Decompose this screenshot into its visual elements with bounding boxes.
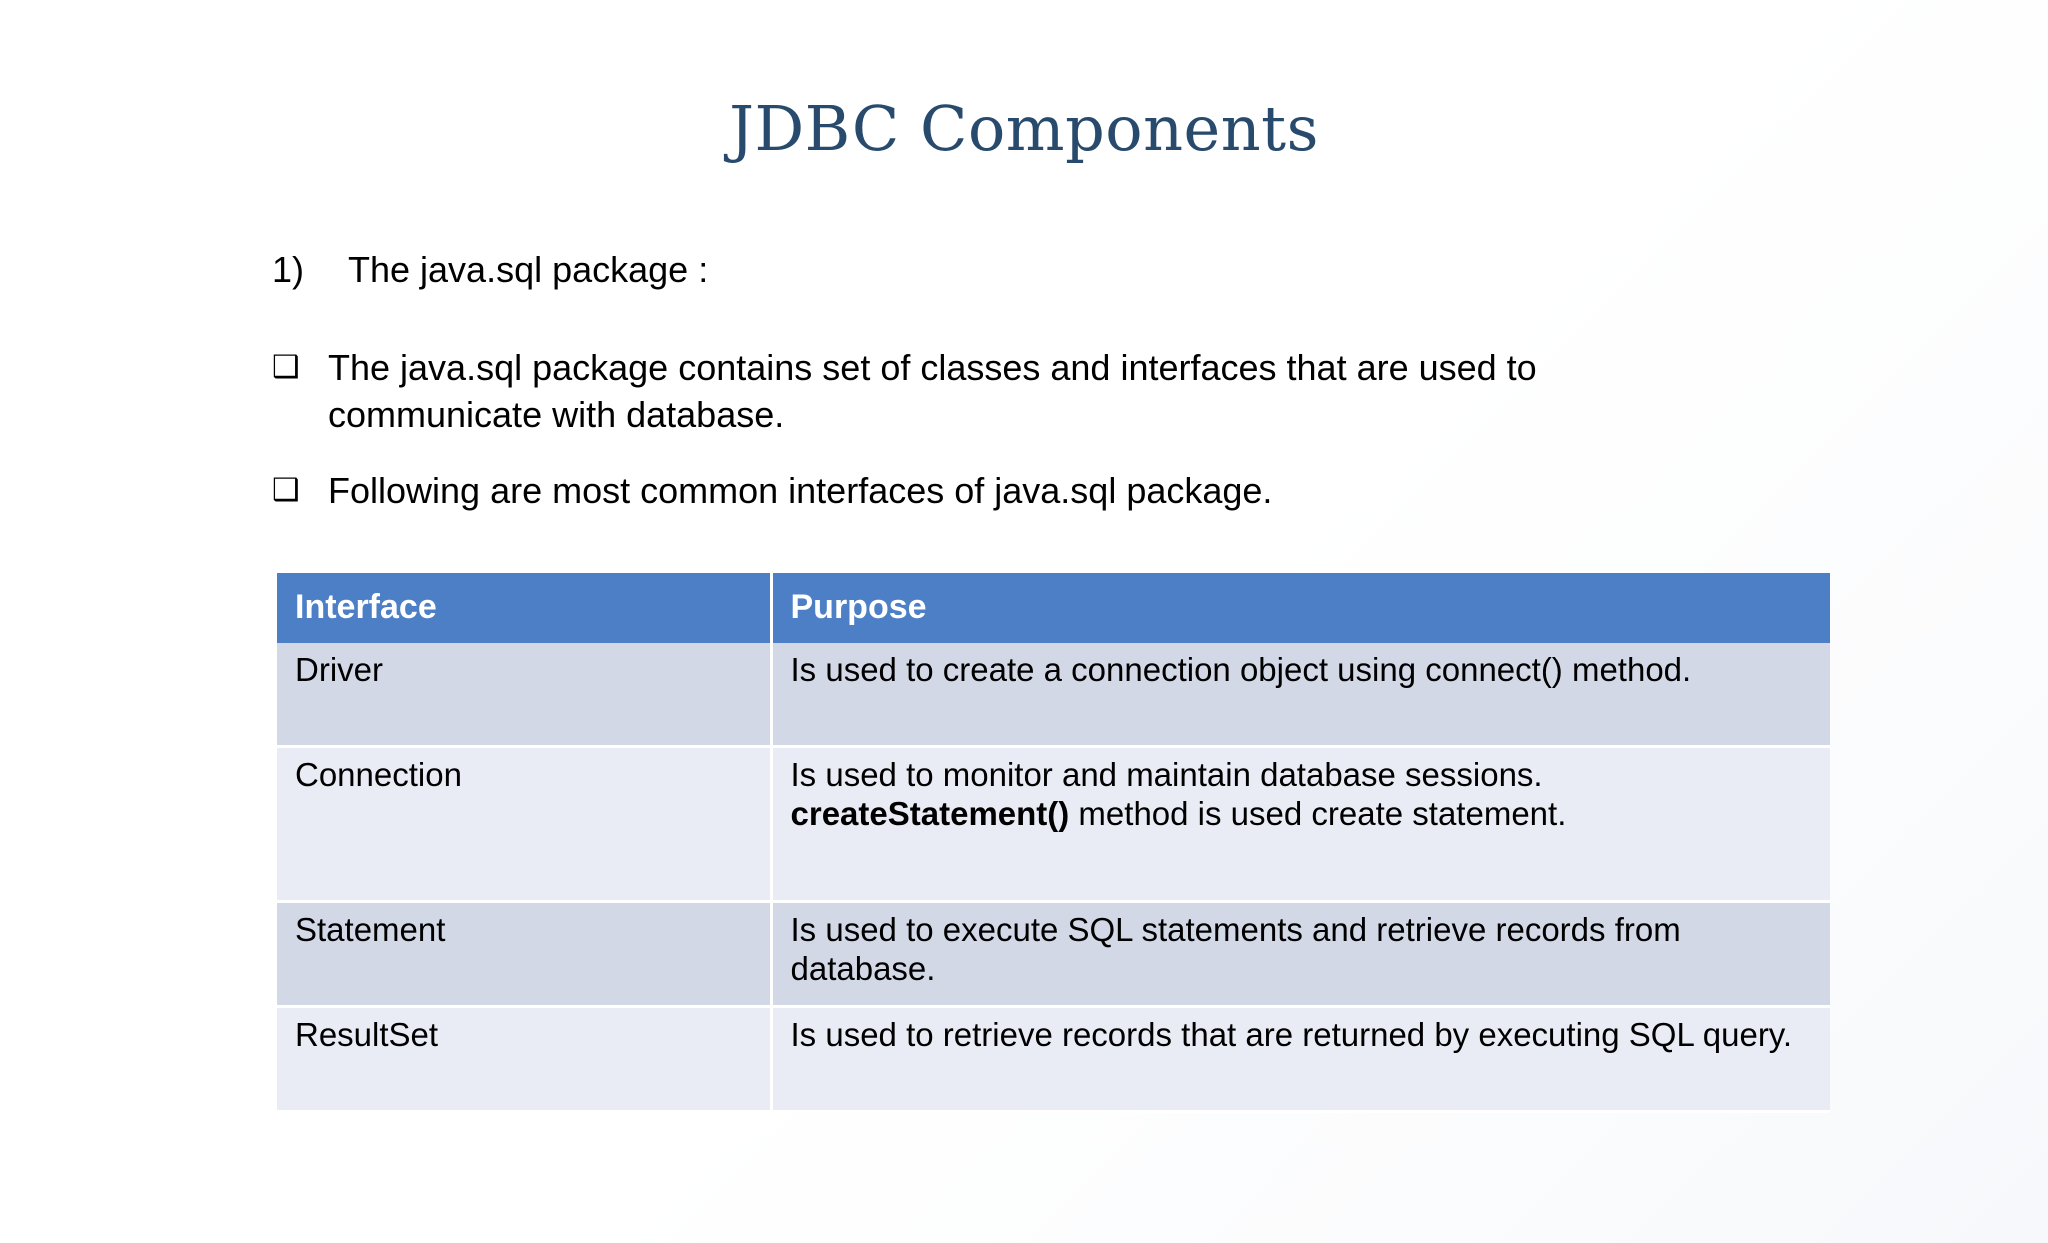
numbered-list-item: 1) The java.sql package : — [272, 248, 708, 292]
table-row: ResultSet Is used to retrieve records th… — [277, 1006, 1830, 1113]
bullet-item-label: The java.sql package contains set of cla… — [328, 347, 1537, 435]
cell-interface-name: Connection — [277, 746, 773, 903]
page-title: JDBC Components — [729, 92, 1319, 165]
column-header-interface: Interface — [277, 573, 773, 643]
hollow-square-bullet-icon: ❑ — [272, 349, 300, 385]
table-row: Connection Is used to monitor and mainta… — [277, 746, 1830, 903]
cell-interface-name: Statement — [277, 901, 773, 1008]
column-header-purpose: Purpose — [771, 573, 1830, 643]
jdbc-interfaces-table: Interface Purpose Driver Is used to crea… — [277, 573, 1830, 1113]
cell-purpose: Is used to monitor and maintain database… — [771, 746, 1830, 903]
cell-interface-name: ResultSet — [277, 1006, 773, 1113]
purpose-text-pre: Is used to execute SQL statements and re… — [790, 911, 1681, 987]
cell-interface-name: Driver — [277, 643, 773, 748]
table-header-row: Interface Purpose — [277, 573, 1830, 643]
bullet-item-label: Following are most common interfaces of … — [328, 470, 1273, 511]
purpose-text-post: method is used create statement. — [1069, 794, 1567, 832]
cell-purpose: Is used to create a connection object us… — [771, 643, 1830, 748]
list-number: 1) — [272, 249, 305, 290]
cell-purpose: Is used to retrieve records that are ret… — [771, 1006, 1830, 1113]
bullet-item: ❑ The java.sql package contains set of c… — [272, 345, 1728, 439]
cell-purpose: Is used to execute SQL statements and re… — [771, 901, 1830, 1008]
bullet-item: ❑ Following are most common interfaces o… — [272, 468, 1272, 515]
table-row: Statement Is used to execute SQL stateme… — [277, 901, 1830, 1008]
hollow-square-bullet-icon: ❑ — [272, 472, 300, 508]
table-row: Driver Is used to create a connection ob… — [277, 643, 1830, 748]
purpose-text-bold: createStatement() — [790, 794, 1070, 832]
numbered-item-label: The java.sql package : — [348, 249, 709, 290]
purpose-text-pre: Is used to retrieve records that are ret… — [790, 1016, 1793, 1053]
purpose-text-pre: Is used to create a connection object us… — [790, 651, 1692, 688]
purpose-text-pre: Is used to monitor and maintain database… — [790, 756, 1543, 793]
